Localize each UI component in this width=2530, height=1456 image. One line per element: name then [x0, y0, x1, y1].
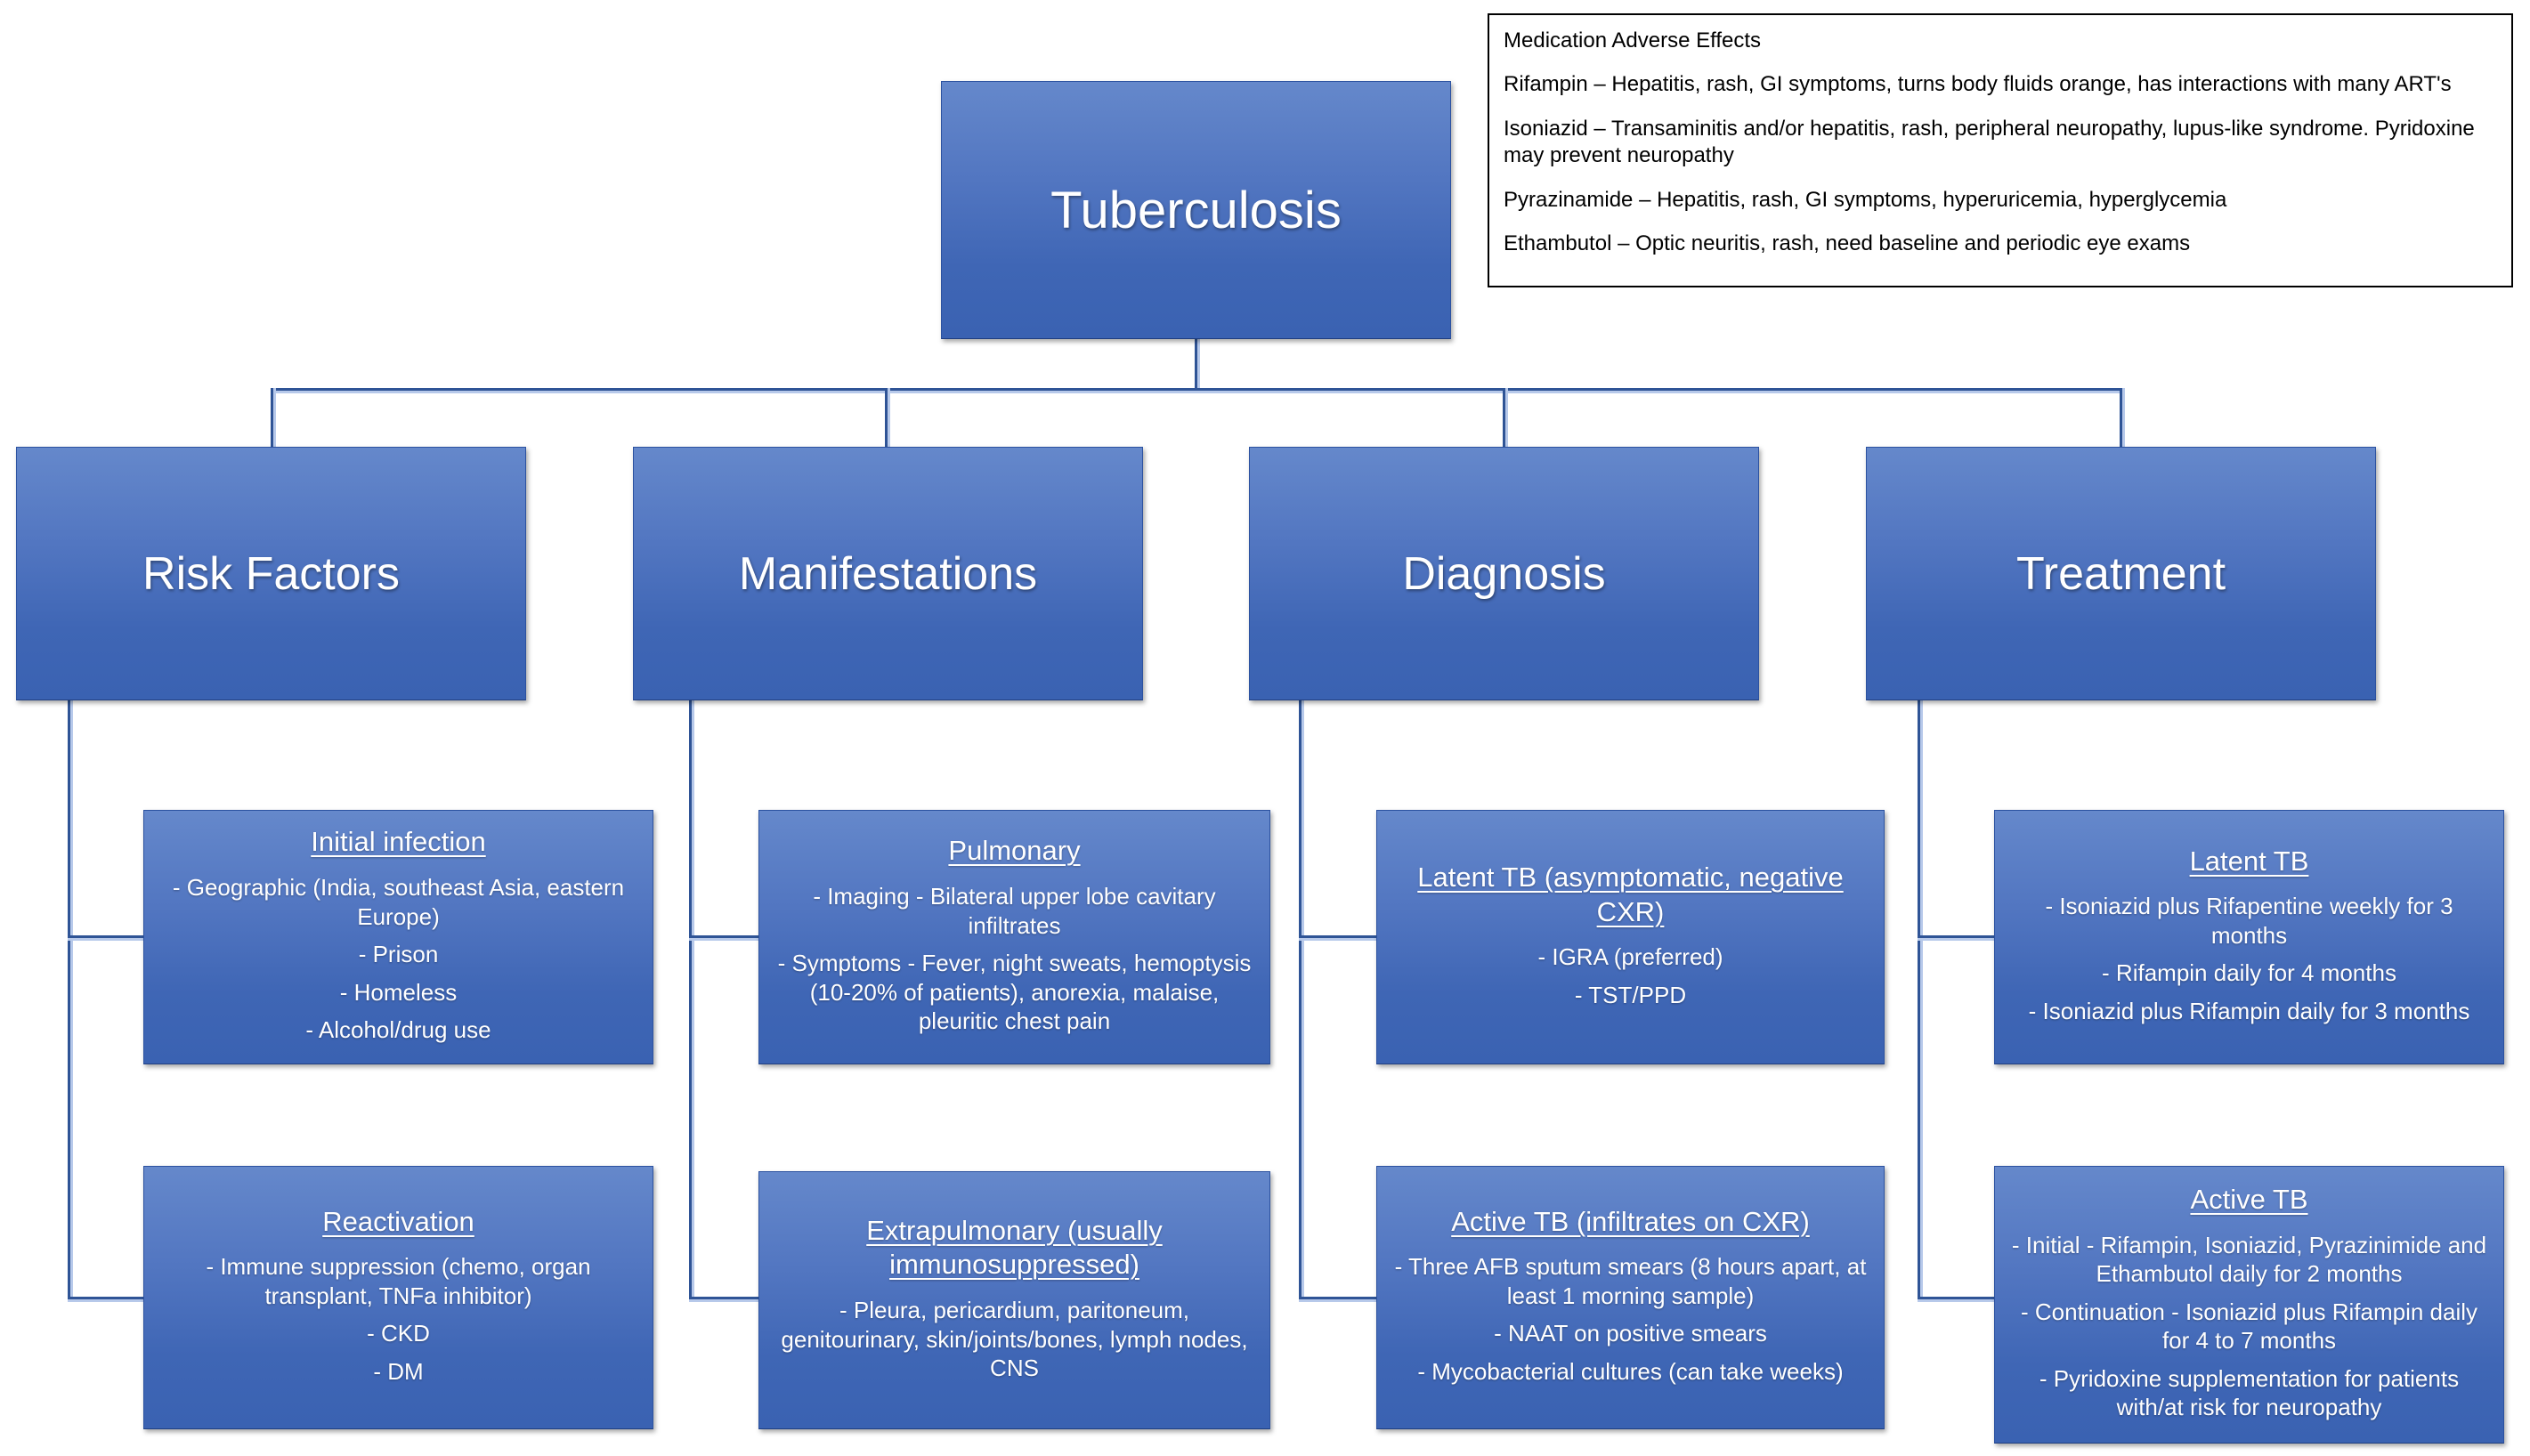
subnode-item: - Immune suppression (chemo, organ trans…: [206, 1253, 591, 1309]
subnode-item: - Mycobacterial cultures (can take weeks…: [1417, 1357, 1844, 1385]
node-tuberculosis: Tuberculosis: [941, 81, 1451, 339]
connector-branch-latent-tb-diagnosis: [1299, 935, 1377, 938]
subnode-item: - NAAT on positive smears: [1494, 1320, 1767, 1347]
connector-trunk-treatment: [1918, 700, 1920, 1299]
subnode-item: - Pleura, pericardium, paritoneum, genit…: [781, 1297, 1248, 1381]
node-active-tb-treatment: Active TB - Initial - Rifampin, Isoniazi…: [1994, 1166, 2504, 1444]
subnode-heading: Extrapulmonary (usually immunosuppressed…: [866, 1214, 1163, 1281]
connector-rail: [271, 388, 2122, 391]
subnode-item: - Geographic (India, southeast Asia, eas…: [172, 874, 625, 930]
connector-trunk-risk-factors: [68, 700, 70, 1299]
subnode-heading: Active TB: [2190, 1184, 2308, 1216]
subnode-item: - Isoniazid plus Rifampin daily for 3 mo…: [2028, 997, 2470, 1024]
connector-drop-manifestations: [885, 388, 888, 448]
subnode-item: - CKD: [367, 1320, 430, 1347]
note-line: Isoniazid – Transaminitis and/or hepatit…: [1504, 116, 2475, 168]
node-diagnosis: Diagnosis: [1249, 447, 1759, 700]
subnode-item: - Homeless: [339, 978, 458, 1006]
medication-adverse-effects-note: Medication Adverse Effects Rifampin – He…: [1488, 13, 2513, 287]
note-line: Pyrazinamide – Hepatitis, rash, GI sympt…: [1504, 187, 2227, 212]
subnode-item: - Rifampin daily for 4 months: [2102, 959, 2396, 987]
header-label: Treatment: [2015, 547, 2226, 600]
subnode-item: - Imaging - Bilateral upper lobe cavitar…: [813, 883, 1216, 939]
subnode-item: - Symptoms - Fever, night sweats, hemopt…: [777, 950, 1252, 1035]
subnode-item: - Pyridoxine supplementation for patient…: [2039, 1364, 2460, 1421]
node-extrapulmonary: Extrapulmonary (usually immunosuppressed…: [758, 1171, 1270, 1429]
subnode-heading: Latent TB: [2189, 845, 2309, 877]
note-line: Rifampin – Hepatitis, rash, GI symptoms,…: [1504, 72, 2452, 97]
subnode-item: - IGRA (preferred): [1537, 943, 1723, 971]
node-pulmonary: Pulmonary - Imaging - Bilateral upper lo…: [758, 810, 1270, 1064]
connector-branch-latent-tb-treatment: [1918, 935, 1995, 938]
node-manifestations: Manifestations: [633, 447, 1143, 700]
header-label: Risk Factors: [142, 547, 400, 600]
connector-drop-risk-factors: [271, 388, 273, 448]
title-label: Tuberculosis: [1050, 181, 1342, 239]
node-risk-factors: Risk Factors: [16, 447, 526, 700]
subnode-heading: Latent TB (asymptomatic, negative CXR): [1417, 861, 1844, 927]
note-title: Medication Adverse Effects: [1504, 28, 1762, 53]
connector-trunk-manifestations: [689, 700, 692, 1299]
subnode-item: - Alcohol/drug use: [305, 1016, 491, 1044]
subnode-heading: Initial infection: [311, 826, 486, 858]
connector-branch-active-tb-diagnosis: [1299, 1297, 1377, 1299]
subnode-item: - Prison: [358, 941, 439, 968]
header-label: Diagnosis: [1402, 547, 1606, 600]
connector-branch-active-tb-treatment: [1918, 1297, 1995, 1299]
connector-trunk-diagnosis: [1299, 700, 1301, 1299]
connector-drop-treatment: [2120, 388, 2122, 448]
subnode-item: - Initial - Rifampin, Isoniazid, Pyrazin…: [2011, 1231, 2487, 1288]
node-active-tb-diagnosis: Active TB (infiltrates on CXR) - Three A…: [1376, 1166, 1885, 1429]
subnode-item: - Three AFB sputum smears (8 hours apart…: [1394, 1253, 1867, 1309]
note-line: Ethambutol – Optic neuritis, rash, need …: [1504, 231, 2191, 256]
node-latent-tb-treatment: Latent TB - Isoniazid plus Rifapentine w…: [1994, 810, 2504, 1064]
subnode-heading: Active TB (infiltrates on CXR): [1451, 1205, 1810, 1237]
node-latent-tb-diagnosis: Latent TB (asymptomatic, negative CXR) -…: [1376, 810, 1885, 1064]
connector-drop-diagnosis: [1503, 388, 1505, 448]
node-treatment: Treatment: [1866, 447, 2376, 700]
connector-branch-initial-infection: [68, 935, 144, 938]
header-label: Manifestations: [738, 547, 1038, 600]
connector-branch-reactivation: [68, 1297, 144, 1299]
subnode-item: - TST/PPD: [1574, 981, 1687, 1008]
node-initial-infection: Initial infection - Geographic (India, s…: [143, 810, 653, 1064]
subnode-heading: Pulmonary: [948, 835, 1081, 867]
connector-branch-extrapulmonary: [689, 1297, 759, 1299]
subnode-item: - DM: [373, 1357, 424, 1385]
connector-branch-pulmonary: [689, 935, 759, 938]
subnode-heading: Reactivation: [322, 1205, 474, 1237]
node-reactivation: Reactivation - Immune suppression (chemo…: [143, 1166, 653, 1429]
connector-title-stub: [1195, 339, 1197, 389]
subnode-item: - Continuation - Isoniazid plus Rifampin…: [2020, 1298, 2478, 1355]
subnode-item: - Isoniazid plus Rifapentine weekly for …: [2045, 893, 2453, 949]
